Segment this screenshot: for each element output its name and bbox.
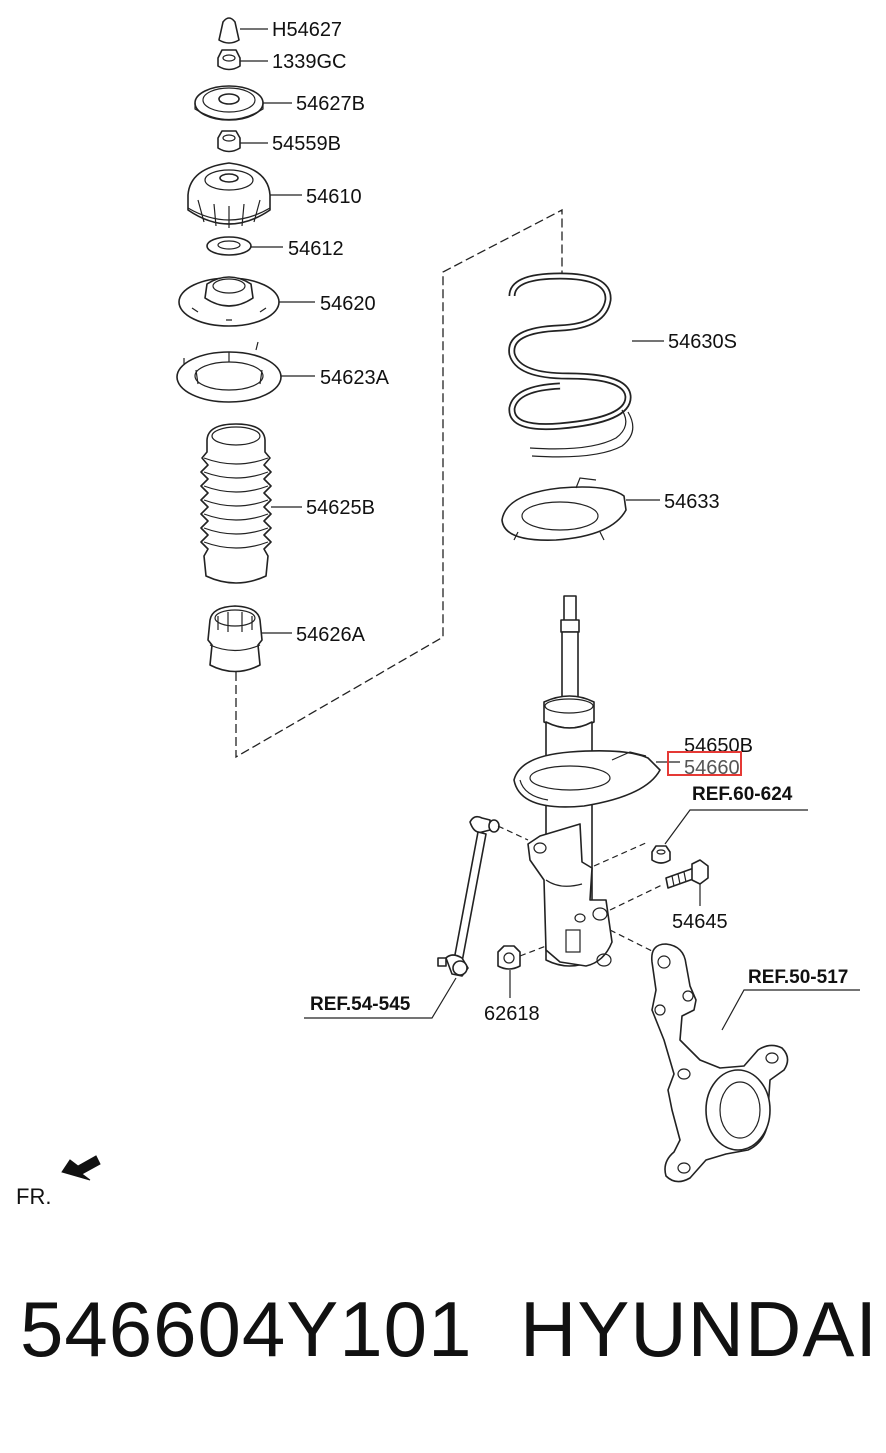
nut-ref-60-624 [593, 809, 808, 867]
part-footer: 546604Y101 HYUNDAI [0, 1290, 886, 1410]
front-arrow-icon [61, 1155, 101, 1181]
stabilizer-link-ref-54-545 [304, 815, 529, 1019]
label-54610: 54610 [306, 186, 362, 208]
label-54559b: 54559B [272, 133, 341, 155]
label-54630s: 54630S [668, 331, 737, 353]
strut-mount-54610 [187, 162, 302, 228]
part-number: 546604Y101 [20, 1285, 473, 1373]
ref-54-545[interactable]: REF.54-545 [310, 994, 411, 1015]
nut-62618 [497, 945, 547, 998]
label-54626a: 54626A [296, 624, 366, 646]
label-54620: 54620 [320, 293, 376, 315]
highlight-box-54660[interactable] [667, 751, 742, 776]
ref-60-624[interactable]: REF.60-624 [692, 784, 793, 805]
label-54645: 54645 [672, 911, 728, 933]
label-h54627: H54627 [272, 19, 342, 41]
label-1339gc: 1339GC [272, 51, 347, 73]
spring-pad-54633 [501, 477, 660, 541]
nut-1339gc [217, 49, 268, 71]
brand-name: HYUNDAI [520, 1285, 879, 1373]
diagram-svg: H54627 1339GC 54627B 54559B 54610 54612 [16, 17, 860, 1209]
bearing-54620 [178, 276, 315, 327]
front-direction-label: FR. [16, 1184, 51, 1209]
steering-knuckle-ref-50-517 [609, 929, 860, 1183]
label-54660[interactable]: 54660 [684, 757, 740, 779]
label-62618: 62618 [484, 1003, 540, 1025]
label-54650b: 54650B [684, 735, 753, 757]
nut-54559b [217, 130, 268, 153]
bolt-54645 [609, 859, 709, 911]
label-54625b: 54625B [306, 497, 375, 519]
label-54623a: 54623A [320, 367, 390, 389]
label-54612: 54612 [288, 238, 344, 260]
label-54633: 54633 [664, 491, 720, 513]
coil-spring-54630s [508, 272, 664, 458]
cap-h54627 [218, 17, 268, 44]
washer-54612 [206, 236, 283, 256]
dust-boot-54625b [200, 423, 302, 584]
spring-seat-54623a [176, 341, 315, 403]
label-54627b: 54627B [296, 93, 365, 115]
washer-54627b [194, 85, 292, 121]
bump-stop-54626a [207, 605, 292, 673]
ref-50-517[interactable]: REF.50-517 [748, 967, 848, 988]
strut-assembly-54660 [513, 595, 661, 967]
assembly-dashed-bracket [235, 208, 563, 759]
